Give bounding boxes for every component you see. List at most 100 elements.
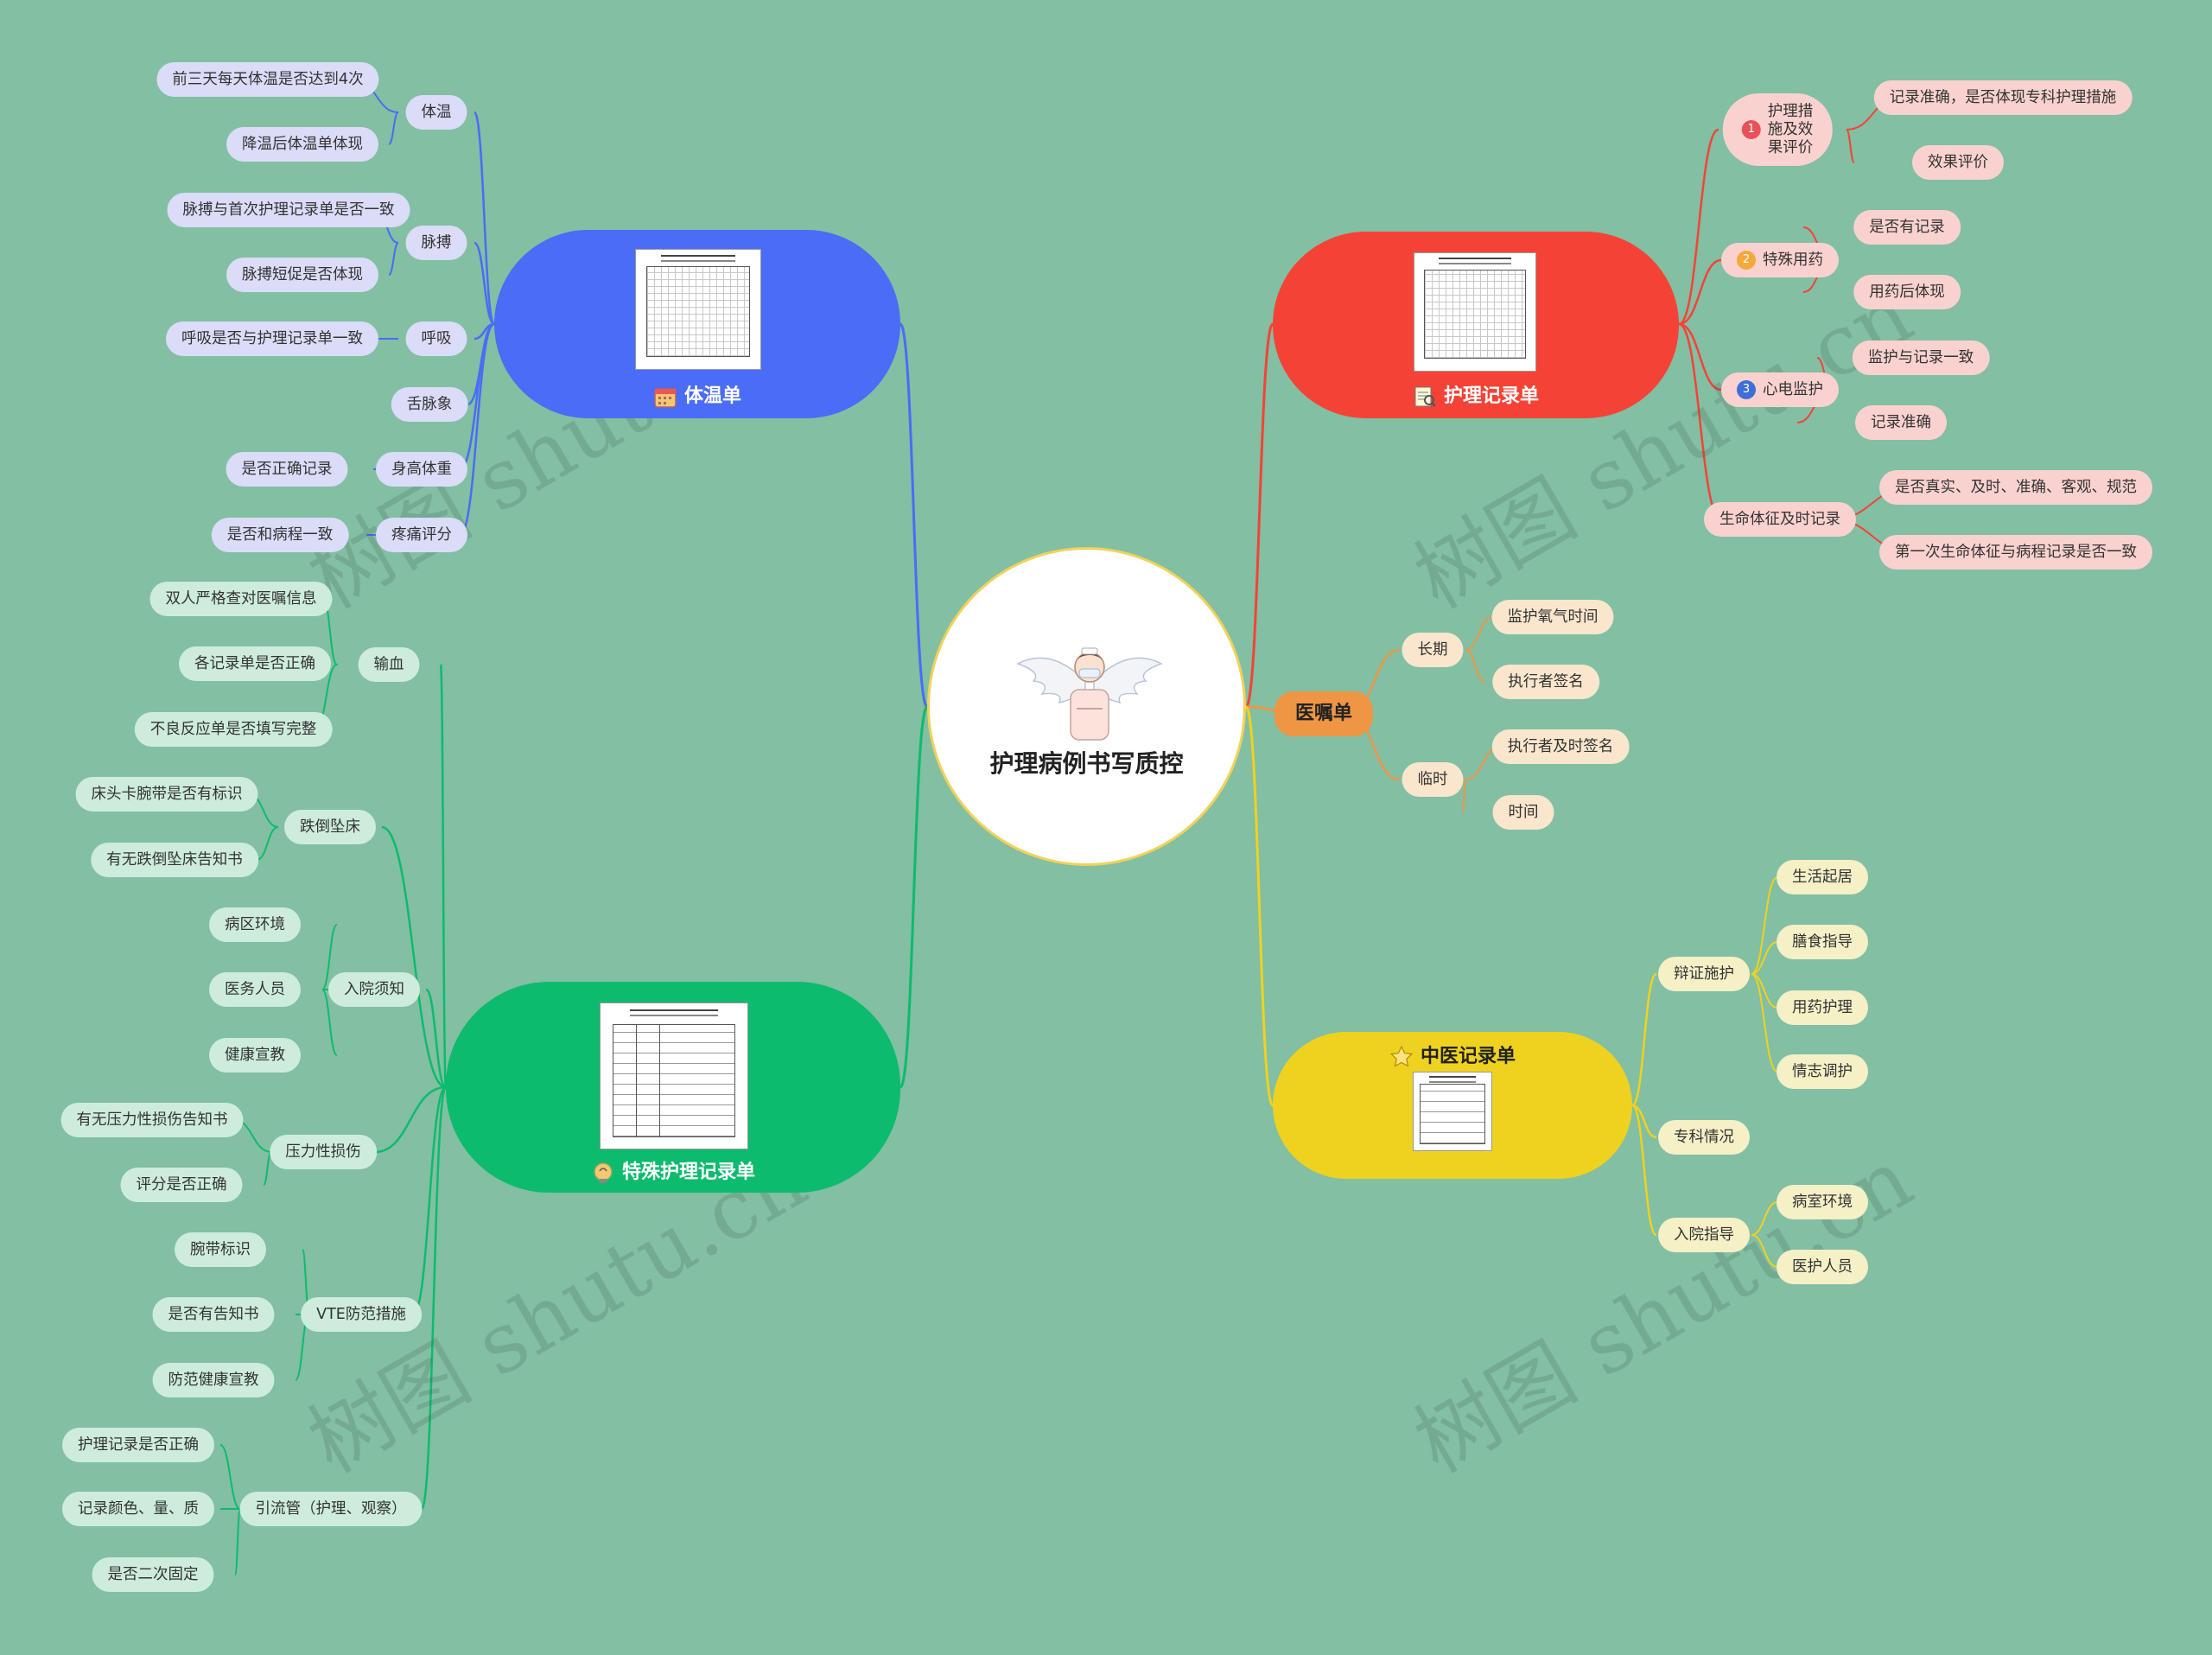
subtopic-tiwen[interactable]: 身高体重 xyxy=(376,452,467,487)
leaf-teshu[interactable]: 评分是否正确 xyxy=(120,1168,243,1202)
leaf-teshu[interactable]: 床头卡腕带是否有标识 xyxy=(75,777,258,812)
leaf-huli[interactable]: 用药后体现 xyxy=(1853,275,1961,309)
topic-yizhu[interactable]: 医嘱单 xyxy=(1274,691,1374,736)
node-label: 各记录单是否正确 xyxy=(194,655,315,672)
leaf-teshu[interactable]: 腕带标识 xyxy=(175,1232,266,1267)
leaf-zhongyi[interactable]: 病室环境 xyxy=(1777,1185,1868,1219)
node-label-line: 护理措 xyxy=(1767,102,1814,120)
leaf-teshu[interactable]: 不良反应单是否填写完整 xyxy=(134,712,333,747)
leaf-huli[interactable]: 是否真实、及时、准确、客观、规范 xyxy=(1879,470,2152,505)
subtopic-teshu[interactable]: 压力性损伤 xyxy=(270,1135,377,1169)
leaf-huli[interactable]: 记录准确 xyxy=(1855,405,1947,440)
subtopic-tiwen[interactable]: 疼痛评分 xyxy=(376,518,467,552)
subtopic-teshu[interactable]: 跌倒坠床 xyxy=(284,810,376,844)
chart-magnifier-icon xyxy=(1413,385,1437,409)
leaf-zhongyi[interactable]: 用药护理 xyxy=(1777,990,1868,1025)
leaf-teshu[interactable]: 医务人员 xyxy=(209,972,301,1007)
leaf-teshu[interactable]: 健康宣教 xyxy=(209,1038,301,1073)
node-label: 专科情况 xyxy=(1674,1129,1734,1146)
leaf-yizhu[interactable]: 监护氧气时间 xyxy=(1491,600,1614,634)
node-label: 记录颜色、量、质 xyxy=(78,1500,199,1518)
topic-huli[interactable]: 护理记录单 xyxy=(1273,232,1679,418)
topic-tiwen[interactable]: 体温单 xyxy=(494,230,900,418)
subtopic-teshu[interactable]: VTE防范措施 xyxy=(301,1297,422,1332)
leaf-teshu[interactable]: 防范健康宣教 xyxy=(152,1363,275,1397)
leaf-zhongyi[interactable]: 生活起居 xyxy=(1777,860,1868,894)
connector xyxy=(388,111,399,145)
node-label: 脉搏 xyxy=(421,234,452,251)
subtopic-teshu[interactable]: 入院须知 xyxy=(328,972,420,1007)
node-label: 监护与记录一致 xyxy=(1867,349,1974,366)
leaf-tiwen[interactable]: 脉搏短促是否体现 xyxy=(226,258,378,292)
leaf-teshu[interactable]: 有无压力性损伤告知书 xyxy=(60,1103,244,1137)
leaf-zhongyi[interactable]: 膳食指导 xyxy=(1777,925,1868,959)
node-label: 是否和病程一致 xyxy=(226,526,334,544)
subtopic-zhongyi[interactable]: 辩证施护 xyxy=(1658,957,1750,991)
leaf-huli[interactable]: 监护与记录一致 xyxy=(1852,341,1990,375)
node-label: 第一次生命体征与病程记录是否一致 xyxy=(1895,544,2137,561)
leaf-teshu[interactable]: 是否二次固定 xyxy=(92,1557,214,1592)
leaf-huli[interactable]: 记录准确，是否体现专科护理措施 xyxy=(1873,80,2133,115)
node-label: 执行者签名 xyxy=(1508,673,1584,691)
leaf-tiwen[interactable]: 降温后体温单体现 xyxy=(226,127,378,162)
leaf-teshu[interactable]: 双人严格查对医嘱信息 xyxy=(149,582,333,616)
leaf-huli[interactable]: 是否有记录 xyxy=(1853,210,1961,245)
temperature-chart-thumbnail xyxy=(635,249,761,370)
connector xyxy=(1462,779,1466,813)
subtopic-teshu[interactable]: 引流管（护理、观察） xyxy=(239,1492,423,1526)
subtopic-tiwen[interactable]: 体温 xyxy=(405,95,467,130)
leaf-yizhu[interactable]: 执行者签名 xyxy=(1492,665,1599,699)
subtopic-teshu[interactable]: 输血 xyxy=(358,647,420,682)
subtopic-tiwen[interactable]: 舌脉象 xyxy=(391,387,468,422)
node-label: 床头卡腕带是否有标识 xyxy=(91,786,243,803)
connector xyxy=(1751,1201,1778,1236)
subtopic-tiwen[interactable]: 脉搏 xyxy=(405,226,467,260)
topic-teshu[interactable]: 特殊护理记录单 xyxy=(446,982,900,1193)
node-label: 体温 xyxy=(421,104,452,121)
leaf-tiwen[interactable]: 呼吸是否与护理记录单一致 xyxy=(166,321,378,356)
topic-label: 中医记录单 xyxy=(1420,1046,1516,1067)
node-label: 引流管（护理、观察） xyxy=(255,1500,407,1518)
leaf-huli[interactable]: 第一次生命体征与病程记录是否一致 xyxy=(1879,535,2152,570)
connector xyxy=(1678,322,1722,391)
node-label: 是否有告知书 xyxy=(168,1306,259,1323)
subtopic-yizhu[interactable]: 临时 xyxy=(1402,762,1464,797)
connector xyxy=(1751,973,1778,1009)
leaf-yizhu[interactable]: 时间 xyxy=(1492,795,1554,830)
leaf-teshu[interactable]: 是否有告知书 xyxy=(152,1297,275,1332)
leaf-zhongyi[interactable]: 情志调护 xyxy=(1777,1054,1868,1089)
topic-label: 体温单 xyxy=(683,385,741,407)
leaf-yizhu[interactable]: 执行者及时签名 xyxy=(1491,729,1630,764)
leaf-teshu[interactable]: 有无跌倒坠床告知书 xyxy=(91,843,258,877)
leaf-tiwen[interactable]: 脉搏与首次护理记录单是否一致 xyxy=(167,193,410,227)
subtopic-tiwen[interactable]: 呼吸 xyxy=(405,321,467,356)
node-label: 是否二次固定 xyxy=(107,1566,199,1583)
leaf-huli[interactable]: 效果评价 xyxy=(1912,145,2004,180)
leaf-tiwen[interactable]: 是否正确记录 xyxy=(226,452,348,487)
node-label-line: 施及效 xyxy=(1767,120,1814,138)
node-label: 身高体重 xyxy=(391,461,452,478)
node-label: 医务人员 xyxy=(225,981,285,998)
node-label: 前三天每天体温是否达到4次 xyxy=(172,71,364,88)
leaf-teshu[interactable]: 护理记录是否正确 xyxy=(62,1428,214,1462)
leaf-teshu[interactable]: 病区环境 xyxy=(209,907,301,942)
leaf-teshu[interactable]: 记录颜色、量、质 xyxy=(62,1492,214,1526)
connector xyxy=(473,111,496,326)
leaf-teshu[interactable]: 各记录单是否正确 xyxy=(179,646,331,681)
topic-label: 特殊护理记录单 xyxy=(621,1162,755,1183)
leaf-zhongyi[interactable]: 医护人员 xyxy=(1777,1250,1868,1284)
subtopic-huli[interactable]: 生命体征及时记录 xyxy=(1704,502,1856,537)
number-badge-icon: 3 xyxy=(1737,380,1756,399)
subtopic-zhongyi[interactable]: 专科情况 xyxy=(1658,1120,1750,1155)
lightbulb-head-icon xyxy=(591,1161,615,1185)
central-topic[interactable]: 护理病例书写质控 xyxy=(927,547,1246,866)
subtopic-zhongyi[interactable]: 入院指导 xyxy=(1658,1218,1750,1252)
leaf-tiwen[interactable]: 是否和病程一致 xyxy=(211,518,349,552)
subtopic-yizhu[interactable]: 长期 xyxy=(1402,633,1464,667)
leaf-tiwen[interactable]: 前三天每天体温是否达到4次 xyxy=(156,62,379,97)
topic-zhongyi[interactable]: 中医记录单 xyxy=(1273,1032,1632,1179)
